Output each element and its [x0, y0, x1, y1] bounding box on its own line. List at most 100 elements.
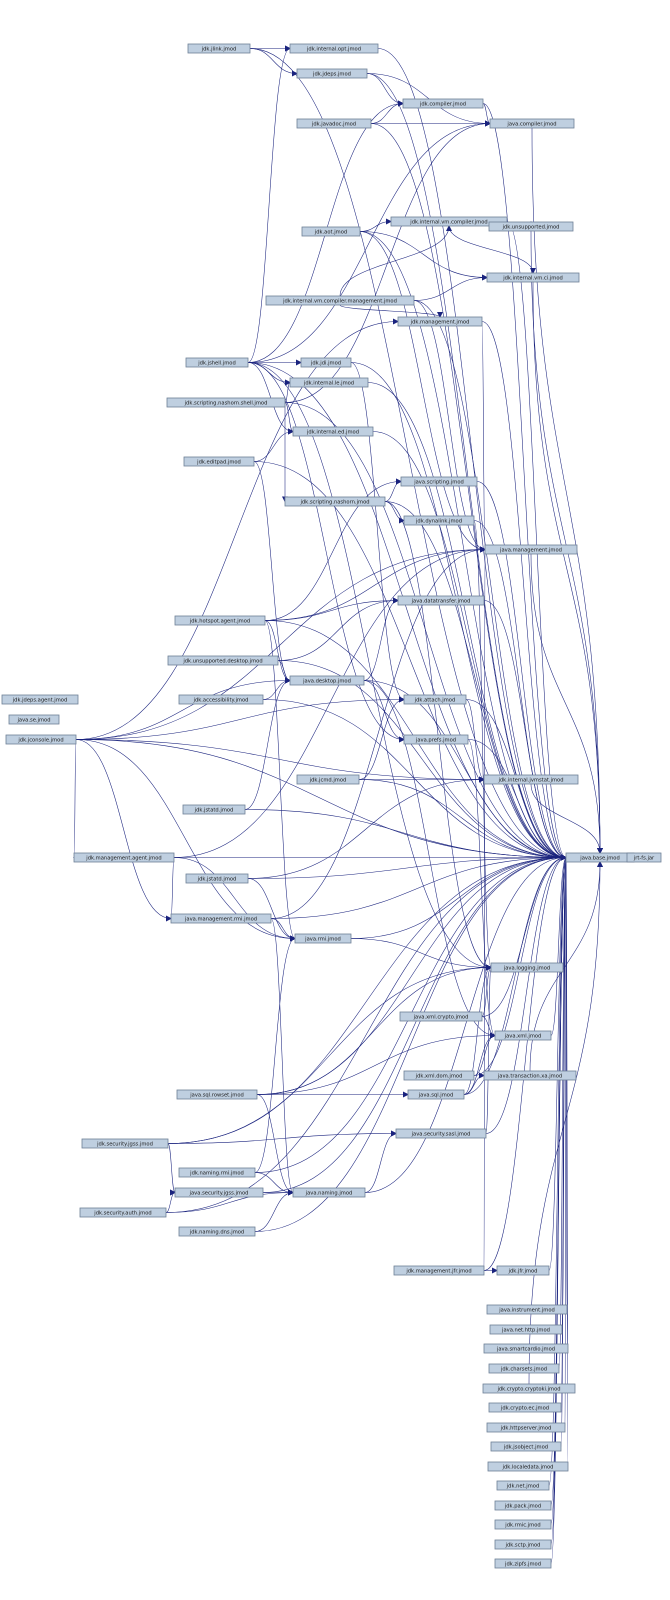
node-box[interactable] [494, 1519, 552, 1530]
node-box[interactable] [494, 1539, 552, 1550]
node-box[interactable] [187, 43, 251, 54]
node-box[interactable] [166, 397, 286, 408]
node-box[interactable] [488, 1363, 560, 1374]
node-box[interactable] [488, 221, 574, 232]
node-jdk-internal-vm-compiler-jmod[interactable]: jdk.internal.vm.compiler.jmod [390, 216, 508, 227]
node-box[interactable] [284, 496, 386, 507]
node-jdk-crypto-cryptoki-jmod[interactable]: jdk.crypto.cryptoki.jmod [482, 1383, 576, 1394]
node-box[interactable] [402, 98, 484, 109]
node-jdk-naming-dns-jmod[interactable]: jdk.naming.dns.jmod [178, 1226, 256, 1237]
node-box[interactable] [390, 216, 508, 227]
node-box[interactable] [489, 118, 575, 129]
node-jdk-xml-dom-jmod[interactable]: jdk.xml.dom.jmod [403, 1070, 475, 1081]
node-jdk-jlink-jmod[interactable]: jdk.jlink.jmod [187, 43, 251, 54]
node-java-sql-jmod[interactable]: java.sql.jmod [407, 1089, 465, 1100]
node-box[interactable] [185, 873, 249, 884]
node-jdk-jcmd-jmod[interactable]: jdk.jcmd.jmod [296, 774, 360, 785]
node-jdk-scripting-nashorn-shell-jmod[interactable]: jdk.scripting.nashorn.shell.jmod [166, 397, 286, 408]
node-jdk-jdeps-jmod[interactable]: jdk.jdeps.jmod [296, 68, 368, 79]
node-box[interactable] [488, 1402, 562, 1413]
node-java-desktop-jmod[interactable]: java.desktop.jmod [289, 675, 365, 686]
node-java-scripting-jmod[interactable]: java.scripting.jmod [400, 476, 478, 487]
node-jdk-charsets-jmod[interactable]: jdk.charsets.jmod [488, 1363, 560, 1374]
node-box[interactable] [292, 1187, 366, 1198]
node-box[interactable] [1, 694, 79, 705]
node-box[interactable] [185, 357, 249, 368]
node-box[interactable] [79, 1207, 167, 1218]
node-jdk-accessibility-jmod[interactable]: jdk.accessibility.jmod [178, 694, 264, 705]
node-jdk-internal-vm-ci-jmod[interactable]: jdk.internal.vm.ci.jmod [486, 272, 580, 283]
node-box[interactable] [174, 615, 266, 626]
node-box[interactable] [486, 1304, 568, 1315]
node-box[interactable] [289, 43, 379, 54]
node-jdk-jfr-jmod[interactable]: jdk.jfr.jmod [496, 1265, 550, 1276]
node-jdk-attach-jmod[interactable]: jdk.attach.jmod [403, 694, 467, 705]
node-jdk-aot-jmod[interactable]: jdk.aot.jmod [301, 226, 361, 237]
node-box[interactable] [5, 734, 77, 745]
node-java-instrument-jmod[interactable]: java.instrument.jmod [486, 1304, 568, 1315]
node-jdk-unsupported-desktop-jmod[interactable]: jdk.unsupported.desktop.jmod [167, 655, 279, 666]
node-box[interactable] [397, 316, 483, 327]
node-box[interactable] [400, 476, 478, 487]
node-jdk-security-jgss-jmod[interactable]: jdk.security.jgss.jmod [81, 1138, 169, 1149]
node-java-security-jgss-jmod[interactable]: java.security.jgss.jmod [174, 1187, 264, 1198]
node-java-se-jmod[interactable]: java.se.jmod [8, 714, 60, 725]
node-java-rmi-jmod[interactable]: java.rmi.jmod [294, 933, 352, 944]
node-jdk-unsupported-jmod[interactable]: jdk.unsupported.jmod [488, 221, 574, 232]
node-java-xml-jmod[interactable]: java.xml.jmod [494, 1030, 552, 1041]
node-jdk-crypto-ec-jmod[interactable]: jdk.crypto.ec.jmod [488, 1402, 562, 1413]
node-java-xml-crypto-jmod[interactable]: java.xml.crypto.jmod [399, 1011, 483, 1022]
node-java-management-jmod[interactable]: java.management.jmod [484, 544, 578, 555]
node-box[interactable] [490, 962, 564, 973]
node-java-security-sasl-jmod[interactable]: java.security.sasl.jmod [395, 1128, 487, 1139]
node-jrt-fs-jar[interactable]: jrt-fs.jar [626, 852, 662, 863]
node-jdk-net-jmod[interactable]: jdk.net.jmod [496, 1480, 550, 1491]
node-box[interactable] [296, 118, 372, 129]
node-box[interactable] [399, 1011, 483, 1022]
node-box[interactable] [174, 1187, 264, 1198]
node-box[interactable] [483, 774, 579, 785]
node-box[interactable] [494, 1558, 552, 1569]
node-java-compiler-jmod[interactable]: java.compiler.jmod [489, 118, 575, 129]
node-jdk-internal-opt-jmod[interactable]: jdk.internal.opt.jmod [289, 43, 379, 54]
node-box[interactable] [289, 377, 369, 388]
node-jdk-dynalink-jmod[interactable]: jdk.dynalink.jmod [403, 515, 475, 526]
node-box[interactable] [484, 544, 578, 555]
node-box[interactable] [407, 1089, 465, 1100]
node-box[interactable] [486, 1422, 566, 1433]
node-box[interactable] [397, 595, 485, 606]
node-box[interactable] [182, 804, 246, 815]
node-java-prefs-jmod[interactable]: java.prefs.jmod [403, 734, 469, 745]
node-box[interactable] [483, 1070, 577, 1081]
node-box[interactable] [81, 1138, 169, 1149]
node-jdk-management-jfr-jmod[interactable]: jdk.management.jfr.jmod [393, 1265, 485, 1276]
node-box[interactable] [176, 1089, 258, 1100]
node-box[interactable] [73, 852, 175, 863]
node-java-naming-jmod[interactable]: java.naming.jmod [292, 1187, 366, 1198]
node-box[interactable] [395, 1128, 487, 1139]
node-box[interactable] [626, 852, 662, 863]
node-box[interactable] [496, 1265, 550, 1276]
node-jdk-pack-jmod[interactable]: jdk.pack.jmod [494, 1500, 552, 1511]
node-jdk-httpserver-jmod[interactable]: jdk.httpserver.jmod [486, 1422, 566, 1433]
node-box[interactable] [178, 1226, 256, 1237]
node-box[interactable] [496, 1480, 550, 1491]
node-box[interactable] [487, 1461, 569, 1472]
node-box[interactable] [178, 694, 264, 705]
node-jdk-jconsole-jmod[interactable]: jdk.jconsole.jmod [5, 734, 77, 745]
node-jdk-internal-le-jmod[interactable]: jdk.internal.le.jmod [289, 377, 369, 388]
node-box[interactable] [489, 1324, 563, 1335]
node-box[interactable] [170, 913, 272, 924]
node-java-management-rmi-jmod[interactable]: java.management.rmi.jmod [170, 913, 272, 924]
node-box[interactable] [183, 456, 255, 467]
node-jdk-scripting-nashorn-jmod[interactable]: jdk.scripting.nashorn.jmod [284, 496, 386, 507]
node-jdk-jdeps-agent-jmod[interactable]: jdk.jdeps.agent.jmod [1, 694, 79, 705]
node-java-smartcardio-jmod[interactable]: java.smartcardio.jmod [483, 1343, 569, 1354]
node-jdk-internal-vm-compiler-management-jmod[interactable]: jdk.internal.vm.compiler.management.jmod [265, 295, 415, 306]
node-jdk-zipfs-jmod[interactable]: jdk.zipfs.jmod [494, 1558, 552, 1569]
node-jdk-jstatd-jmod[interactable]: jdk.jstatd.jmod [182, 804, 246, 815]
node-java-net-http-jmod[interactable]: java.net.http.jmod [489, 1324, 563, 1335]
node-jdk-security-auth-jmod[interactable]: jdk.security.auth.jmod [79, 1207, 167, 1218]
node-box[interactable] [490, 1441, 562, 1452]
node-jdk-jshell-jmod[interactable]: jdk.jshell.jmod [185, 357, 249, 368]
